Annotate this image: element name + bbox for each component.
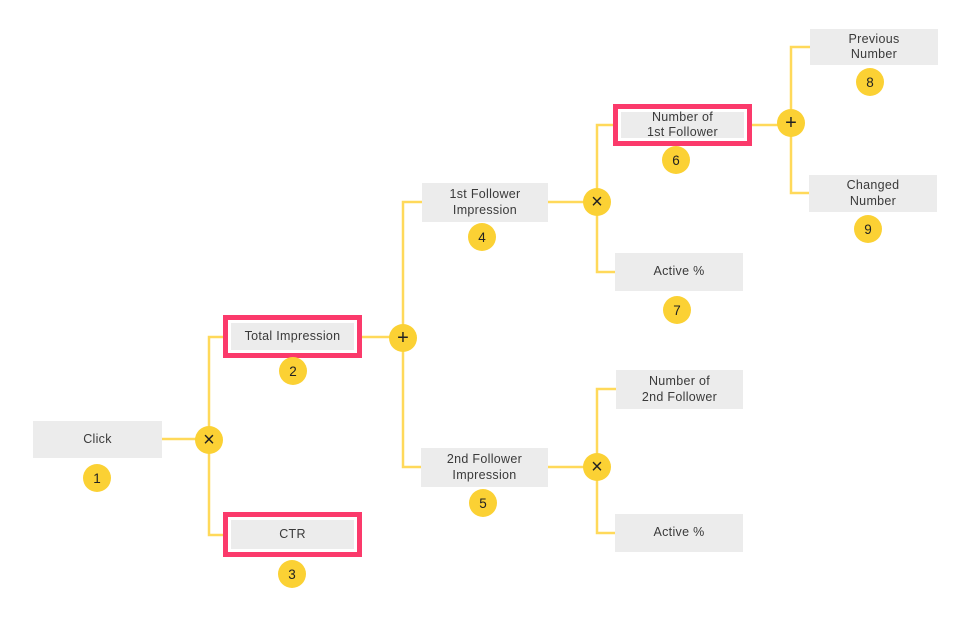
plus-operator-total-impression: + xyxy=(389,324,417,352)
node-previous-number: Previous Number xyxy=(810,29,938,65)
node-box: 2nd Follower Impression xyxy=(421,448,548,487)
node-box: Number of 1st Follower xyxy=(621,109,744,139)
node-box: CTR xyxy=(231,520,354,549)
node-label: Number of 2nd Follower xyxy=(641,374,718,404)
node-label: 2nd Follower Impression xyxy=(446,452,523,482)
badge-9: 9 xyxy=(854,215,882,243)
multiply-operator-2nd-follower: × xyxy=(583,453,611,481)
node-box: Total Impression xyxy=(231,323,354,350)
node-box: Click xyxy=(33,421,162,458)
plus-operator-number-1st: + xyxy=(777,109,805,137)
badge-3: 3 xyxy=(278,560,306,588)
node-label: CTR xyxy=(279,526,306,541)
badge-1: 1 xyxy=(83,464,111,492)
node-box: Previous Number xyxy=(810,29,938,65)
node-1st-follower-impression: 1st Follower Impression xyxy=(422,183,548,222)
node-2nd-follower-impression: 2nd Follower Impression xyxy=(421,448,548,487)
node-active-pct-2nd: Active % xyxy=(615,514,743,552)
badge-7: 7 xyxy=(663,296,691,324)
node-box: Active % xyxy=(615,253,743,291)
node-box: Changed Number xyxy=(809,175,937,212)
node-changed-number: Changed Number xyxy=(809,175,937,212)
node-label: Total Impression xyxy=(244,328,341,343)
node-label: Click xyxy=(83,431,112,446)
badge-8: 8 xyxy=(856,68,884,96)
multiply-operator-click: × xyxy=(195,426,223,454)
multiply-operator-1st-follower: × xyxy=(583,188,611,216)
node-label: Previous Number xyxy=(848,31,900,61)
node-box: Number of 2nd Follower xyxy=(616,370,743,409)
node-box: Active % xyxy=(615,514,743,552)
node-label: Active % xyxy=(653,264,705,279)
node-number-of-2nd-follower: Number of 2nd Follower xyxy=(616,370,743,409)
node-ctr: CTR xyxy=(223,512,362,557)
node-box: 1st Follower Impression xyxy=(422,183,548,222)
node-label: 1st Follower Impression xyxy=(449,187,521,217)
node-click: Click xyxy=(33,421,162,458)
badge-6: 6 xyxy=(662,146,690,174)
badge-2: 2 xyxy=(279,357,307,385)
badge-4: 4 xyxy=(468,223,496,251)
node-number-of-1st-follower: Number of 1st Follower xyxy=(613,104,752,146)
node-label: Changed Number xyxy=(846,178,900,208)
badge-5: 5 xyxy=(469,489,497,517)
node-label: Active % xyxy=(653,525,705,540)
node-total-impression: Total Impression xyxy=(223,315,362,358)
node-active-pct-1st: Active % xyxy=(615,253,743,291)
node-label: Number of 1st Follower xyxy=(647,109,718,139)
